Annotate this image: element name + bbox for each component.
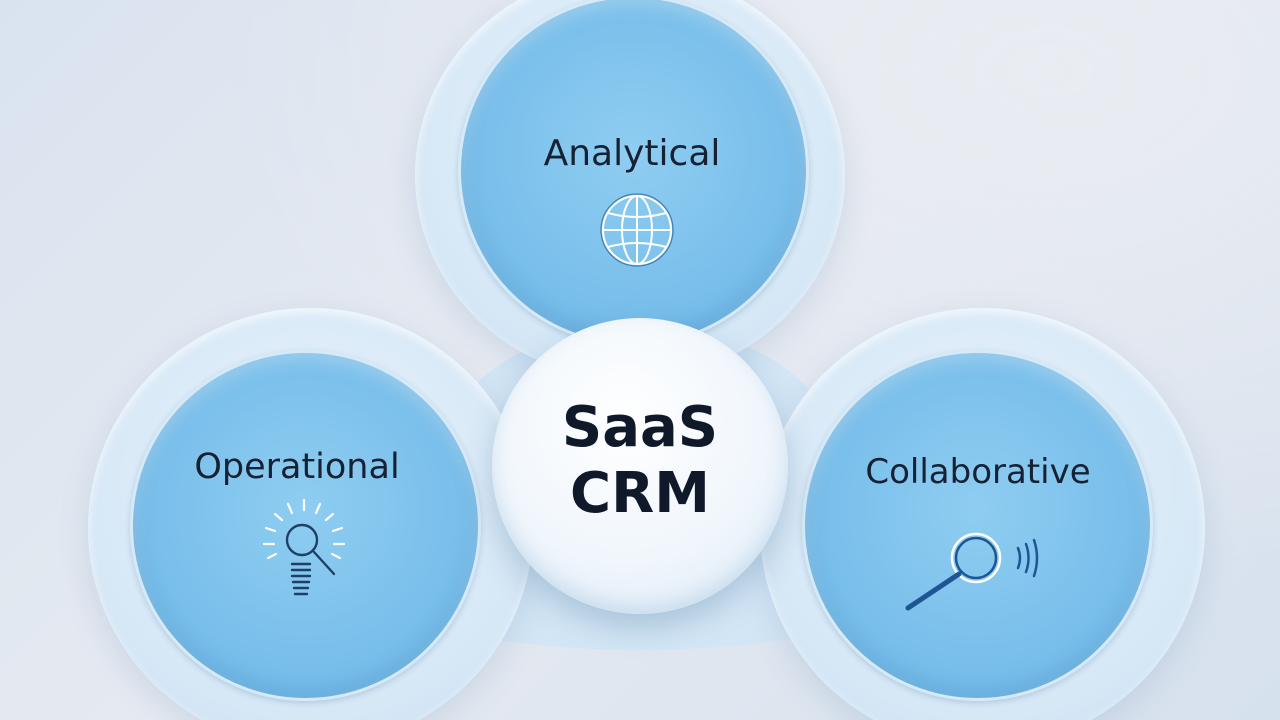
- center-label-line2: CRM: [570, 461, 710, 526]
- center-label-line1: SaaS: [561, 395, 719, 460]
- magnifier-icon: [905, 532, 1039, 611]
- operational-label: Operational: [194, 447, 400, 487]
- collaborative-node: [802, 350, 1153, 701]
- analytical-node: [458, 0, 809, 346]
- center-node: [492, 318, 788, 614]
- center-label: SaaS CRM: [492, 395, 788, 527]
- lightbulb-magnifier-icon: [262, 498, 346, 596]
- collaborative-label: Collaborative: [865, 452, 1091, 492]
- globe-icon: [600, 193, 674, 267]
- analytical-label: Analytical: [543, 133, 721, 174]
